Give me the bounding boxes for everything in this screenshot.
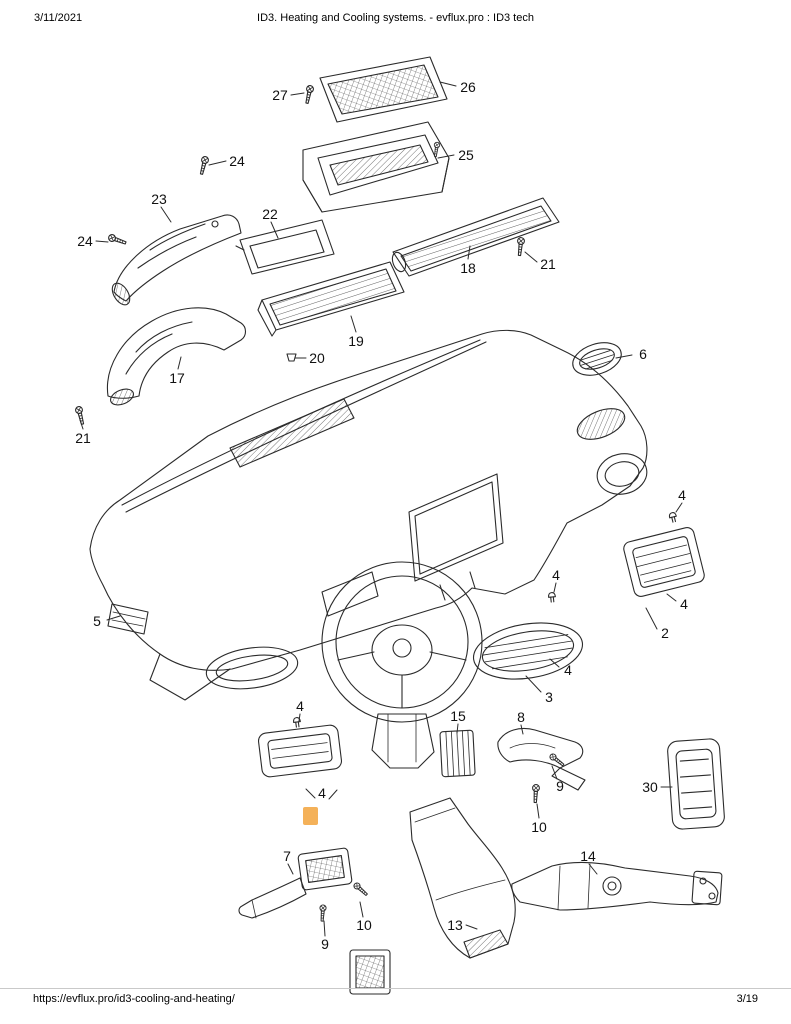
part-14-duct (511, 861, 723, 911)
screw-24-top-icon (197, 155, 210, 176)
part-17-duct (106, 307, 247, 406)
part-3-vent (472, 622, 584, 680)
part-7-assembly (238, 847, 353, 919)
highlight-marker (303, 807, 318, 825)
screw-9-bottom-icon (318, 904, 327, 922)
part-small-grille (349, 949, 391, 995)
part-2-vent (623, 527, 705, 597)
print-footer-page-number: 3/19 (736, 993, 758, 1005)
screw-10-right-icon (531, 783, 541, 804)
part-25-housing (302, 121, 450, 213)
part-30-vent (667, 738, 725, 830)
part-15-connector (439, 729, 476, 778)
screw-24-left-icon (107, 233, 128, 247)
screw-9-right-icon (548, 752, 566, 768)
clip-20-icon (286, 353, 297, 362)
part-23-duct (111, 214, 242, 306)
screw-27-icon (303, 84, 315, 105)
footer-divider (0, 988, 791, 989)
print-header-title: ID3. Heating and Cooling systems. - evfl… (257, 12, 534, 24)
part-13-duct (409, 797, 516, 959)
part-4-vent (257, 724, 343, 778)
part-19-vent (257, 261, 405, 337)
leader-lines (79, 81, 683, 937)
part-18-duct (391, 197, 560, 277)
dashboard-body (89, 329, 648, 701)
part-26-grille (319, 56, 448, 123)
part-22-tray (235, 219, 335, 275)
part-5-vent (107, 603, 149, 635)
screw-10-bottom-icon (352, 881, 370, 898)
part-6-vent (572, 342, 622, 376)
clip-4-center-icon (547, 591, 557, 603)
clip-4-right-icon (668, 511, 679, 524)
clip-4-left-icon (292, 716, 302, 728)
steering-wheel (321, 561, 483, 769)
print-header-date: 3/11/2021 (34, 12, 83, 24)
screw-21-right-icon (515, 236, 526, 257)
print-footer-url: https://evflux.pro/id3-cooling-and-heati… (33, 993, 235, 1005)
part-8-duct (497, 727, 586, 791)
